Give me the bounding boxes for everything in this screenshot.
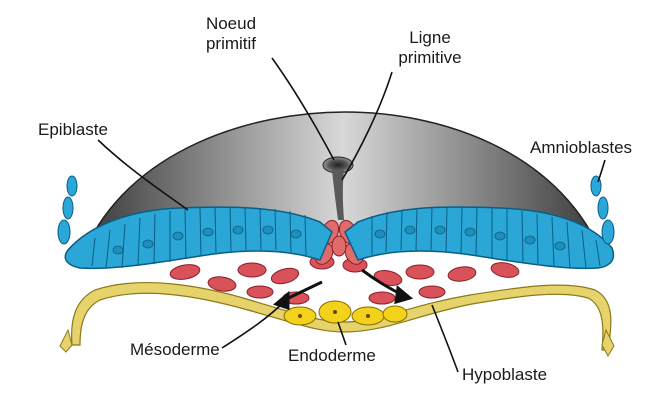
label-endoderme: Endoderme <box>288 346 376 366</box>
label-amnioblastes: Amnioblastes <box>530 138 632 158</box>
pointer-hypoblaste <box>432 305 458 372</box>
label-hypoblaste: Hypoblaste <box>462 365 547 385</box>
label-ligne-primitive-line1: Ligne <box>380 28 480 48</box>
label-epiblaste: Epiblaste <box>38 120 108 140</box>
label-ligne-primitive-line2: primitive <box>380 48 480 68</box>
amnioblast-chain-left <box>58 176 77 244</box>
label-mesoderme: Mésoderme <box>130 340 220 360</box>
hypoblast-tail-left <box>60 330 72 352</box>
label-noeud-primitif-line1: Noeud <box>196 14 266 34</box>
label-ligne-primitive: Ligne primitive <box>380 28 480 68</box>
label-noeud-primitif: Noeud primitif <box>196 14 266 54</box>
label-noeud-primitif-line2: primitif <box>196 34 266 54</box>
pointer-amnioblastes <box>598 160 605 182</box>
